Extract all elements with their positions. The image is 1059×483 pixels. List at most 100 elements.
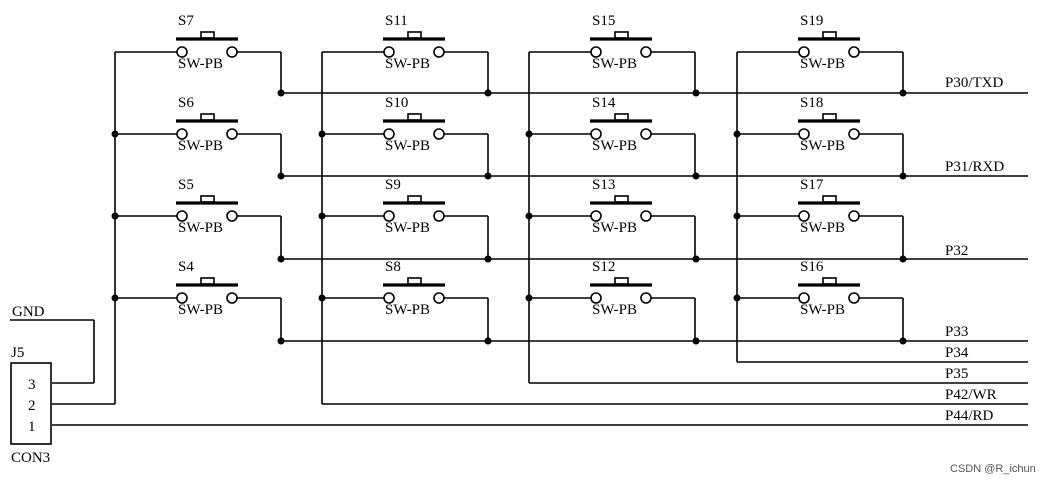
switch-button <box>822 195 837 203</box>
switch-button <box>822 113 837 121</box>
net-label-row-3: P32 <box>945 243 968 259</box>
switch-contact <box>383 210 395 222</box>
connector-j5: GND J5 3 2 1 CON3 <box>11 304 50 466</box>
junction-dot <box>899 89 907 97</box>
switch-ref-label: S9 <box>385 177 401 193</box>
net-label-col-4: P34 <box>945 345 969 361</box>
switch-contact <box>176 128 188 140</box>
switch-button <box>200 31 215 39</box>
switch-button <box>407 277 422 285</box>
switch-ref-label: S15 <box>592 13 615 29</box>
switch-button <box>822 31 837 39</box>
switch-contact <box>798 292 810 304</box>
switch-contact <box>640 210 652 222</box>
switch-contact <box>848 46 860 58</box>
switch-model-label: SW-PB <box>800 138 845 154</box>
junction-dot <box>899 337 907 345</box>
switch-contact <box>226 46 238 58</box>
net-label-row-4: P33 <box>945 324 968 340</box>
switch-ref-label: S19 <box>800 13 823 29</box>
junction-dot <box>277 337 285 345</box>
switch-model-label: SW-PB <box>385 302 430 318</box>
connector-j5-body <box>10 362 52 445</box>
junction-dot <box>277 255 285 263</box>
switch-ref-label: S4 <box>178 259 194 275</box>
switch-ref-label: S14 <box>592 95 616 111</box>
switch-contact <box>590 292 602 304</box>
switch-contact <box>226 210 238 222</box>
junction-dot <box>733 130 741 138</box>
connector-part: CON3 <box>11 450 50 466</box>
junction-dot <box>484 172 492 180</box>
switch-contact <box>590 128 602 140</box>
switch-model-label: SW-PB <box>592 220 637 236</box>
junction-dot <box>525 294 533 302</box>
switch-contact <box>433 128 445 140</box>
switch-matrix: S7SW-PBS11SW-PBS15SW-PBS19SW-PBS6SW-PBS1… <box>111 13 1028 345</box>
switch-ref-label: S8 <box>385 259 401 275</box>
junction-dot <box>318 294 326 302</box>
switch-button <box>614 195 629 203</box>
switch-model-label: SW-PB <box>178 302 223 318</box>
switch-contact <box>383 46 395 58</box>
switch-contact <box>798 46 810 58</box>
junction-dot <box>484 255 492 263</box>
switch-button <box>614 31 629 39</box>
switch-button <box>614 277 629 285</box>
junction-dot <box>733 294 741 302</box>
junction-dot <box>277 89 285 97</box>
switch-contact <box>433 210 445 222</box>
switch-button <box>407 195 422 203</box>
switch-contact <box>383 128 395 140</box>
switch-model-label: SW-PB <box>178 220 223 236</box>
junction-dot <box>899 172 907 180</box>
switch-contact <box>590 210 602 222</box>
net-label-col-1: P44/RD <box>945 408 994 424</box>
junction-dot <box>318 130 326 138</box>
switch-contact <box>590 46 602 58</box>
net-labels: P30/TXD P31/RXD P32 P33 P34 P35 P42/WR P… <box>945 75 1004 424</box>
switch-ref-label: S18 <box>800 95 823 111</box>
watermark: CSDN @R_ichun <box>950 463 1036 475</box>
switch-contact <box>383 292 395 304</box>
junction-dot <box>484 337 492 345</box>
switch-model-label: SW-PB <box>385 138 430 154</box>
switch-model-label: SW-PB <box>592 302 637 318</box>
switch-button <box>407 113 422 121</box>
switch-contact <box>226 292 238 304</box>
net-label-col-2: P42/WR <box>945 387 997 403</box>
switch-contact <box>848 128 860 140</box>
switch-button <box>200 113 215 121</box>
switch-model-label: SW-PB <box>178 138 223 154</box>
switch-contact <box>176 46 188 58</box>
switch-model-label: SW-PB <box>178 56 223 72</box>
switch-button <box>200 277 215 285</box>
switch-model-label: SW-PB <box>592 56 637 72</box>
switch-ref-label: S17 <box>800 177 824 193</box>
net-label-row-2: P31/RXD <box>945 159 1004 175</box>
junction-dot <box>318 212 326 220</box>
switch-contact <box>640 292 652 304</box>
net-label-row-1: P30/TXD <box>945 75 1004 91</box>
switch-model-label: SW-PB <box>592 138 637 154</box>
junction-dot <box>111 212 119 220</box>
switch-model-label: SW-PB <box>800 302 845 318</box>
junction-dot <box>111 294 119 302</box>
connector-pin-2: 2 <box>28 398 36 414</box>
switch-ref-label: S7 <box>178 13 194 29</box>
junction-dot <box>111 130 119 138</box>
switch-contact <box>176 292 188 304</box>
